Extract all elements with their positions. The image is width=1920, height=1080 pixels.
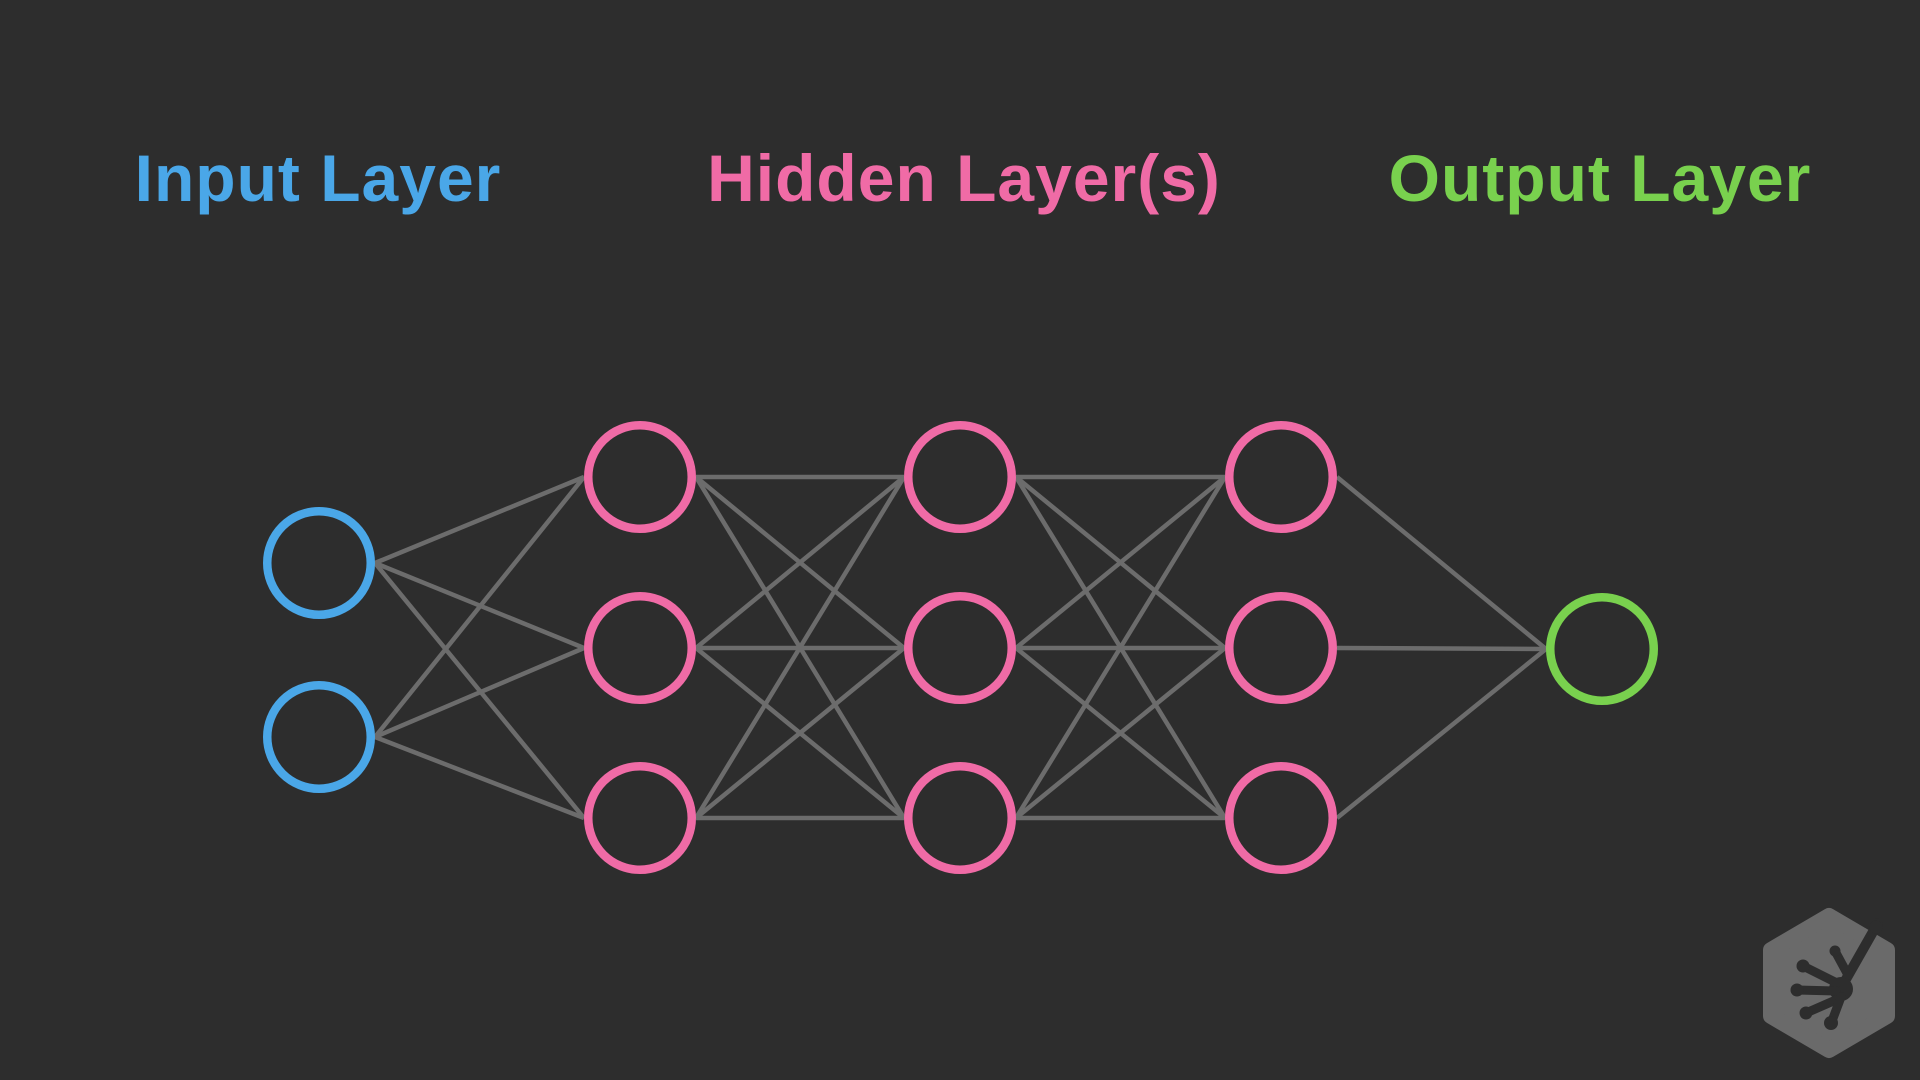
edge-hidden-1-to-hidden-2 <box>694 475 906 650</box>
node-hidden-3-3 <box>1225 762 1337 874</box>
title-output-layer: Output Layer <box>1388 141 1812 215</box>
edge-hidden-3-to-output <box>1335 647 1548 820</box>
node-hidden-2-2 <box>904 592 1016 704</box>
edge-input-to-hidden-1 <box>374 734 585 821</box>
node-hidden-2-3 <box>904 762 1016 874</box>
edge-hidden-1-to-hidden-2 <box>694 475 906 820</box>
edge-input-to-hidden-1 <box>374 474 585 566</box>
node-hidden-3-1 <box>1225 421 1337 533</box>
edge-hidden-2-to-hidden-3 <box>1014 475 1227 820</box>
edge-hidden-2-to-hidden-3 <box>1014 475 1227 650</box>
node-input-2 <box>263 681 375 793</box>
title-hidden-layers: Hidden Layer(s) <box>707 141 1221 215</box>
logo-footprint <box>1790 918 1883 1030</box>
edge-input-to-hidden-1 <box>373 475 586 739</box>
edge-hidden-2-to-hidden-3 <box>1014 646 1227 820</box>
hexagon-footprint-logo <box>1763 908 1895 1058</box>
edge-hidden-1-to-hidden-2 <box>694 646 906 820</box>
node-hidden-1-2 <box>584 592 696 704</box>
node-hidden-1-3 <box>584 762 696 874</box>
node-output-1 <box>1546 593 1658 705</box>
title-input-layer: Input Layer <box>134 141 502 215</box>
edge-hidden-3-to-output <box>1335 475 1548 651</box>
edge-input-to-hidden-1 <box>374 645 585 740</box>
node-hidden-1-1 <box>584 421 696 533</box>
nodes-group <box>263 421 1658 874</box>
node-hidden-3-2 <box>1225 592 1337 704</box>
node-input-1 <box>263 507 375 619</box>
node-hidden-2-1 <box>904 421 1016 533</box>
edges-group <box>373 474 1548 821</box>
edge-hidden-3-to-output <box>1336 645 1547 652</box>
